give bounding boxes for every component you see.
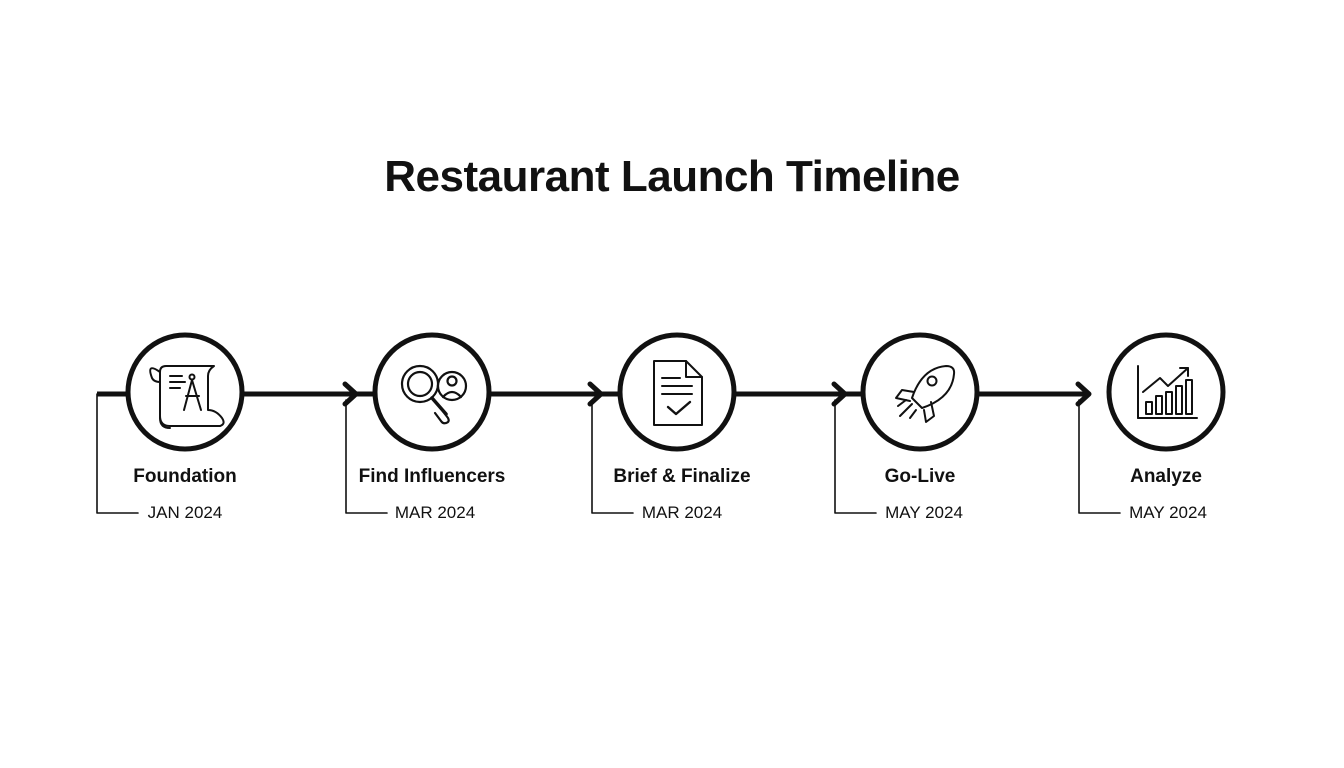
document-check-icon [653, 360, 703, 426]
magnifier-person-icon [400, 364, 468, 425]
date-bracket-1 [96, 393, 139, 514]
arrowhead-2 [587, 381, 604, 407]
arrowhead-3 [831, 381, 848, 407]
step-label-find-influencers: Find Influencers [358, 466, 506, 487]
step-circle-1 [125, 332, 245, 452]
step-label-go-live: Go-Live [884, 466, 956, 487]
page-title: Restaurant Launch Timeline [384, 152, 960, 201]
arrowhead-4 [1075, 381, 1092, 407]
step-circle-3 [617, 332, 737, 452]
step-circle-4 [860, 332, 980, 452]
arrowhead-1 [342, 381, 359, 407]
rocket-icon [895, 365, 956, 423]
date-bracket-5 [1078, 399, 1121, 514]
step-label-analyze: Analyze [1130, 466, 1202, 487]
blueprint-compass-icon [149, 365, 225, 429]
step-date-foundation: JAN 2024 [147, 503, 223, 522]
step-date-analyze: MAY 2024 [1129, 503, 1207, 522]
step-label-foundation: Foundation [133, 466, 237, 487]
step-label-brief-finalize: Brief & Finalize [613, 466, 751, 487]
date-bracket-3 [591, 399, 634, 514]
step-circle-2 [372, 332, 492, 452]
date-bracket-2 [345, 399, 388, 514]
date-bracket-4 [834, 399, 877, 514]
step-date-go-live: MAY 2024 [885, 503, 963, 522]
step-date-brief-finalize: MAR 2024 [641, 503, 723, 522]
bar-chart-growth-icon [1137, 365, 1198, 419]
step-date-find-influencers: MAR 2024 [394, 503, 476, 522]
